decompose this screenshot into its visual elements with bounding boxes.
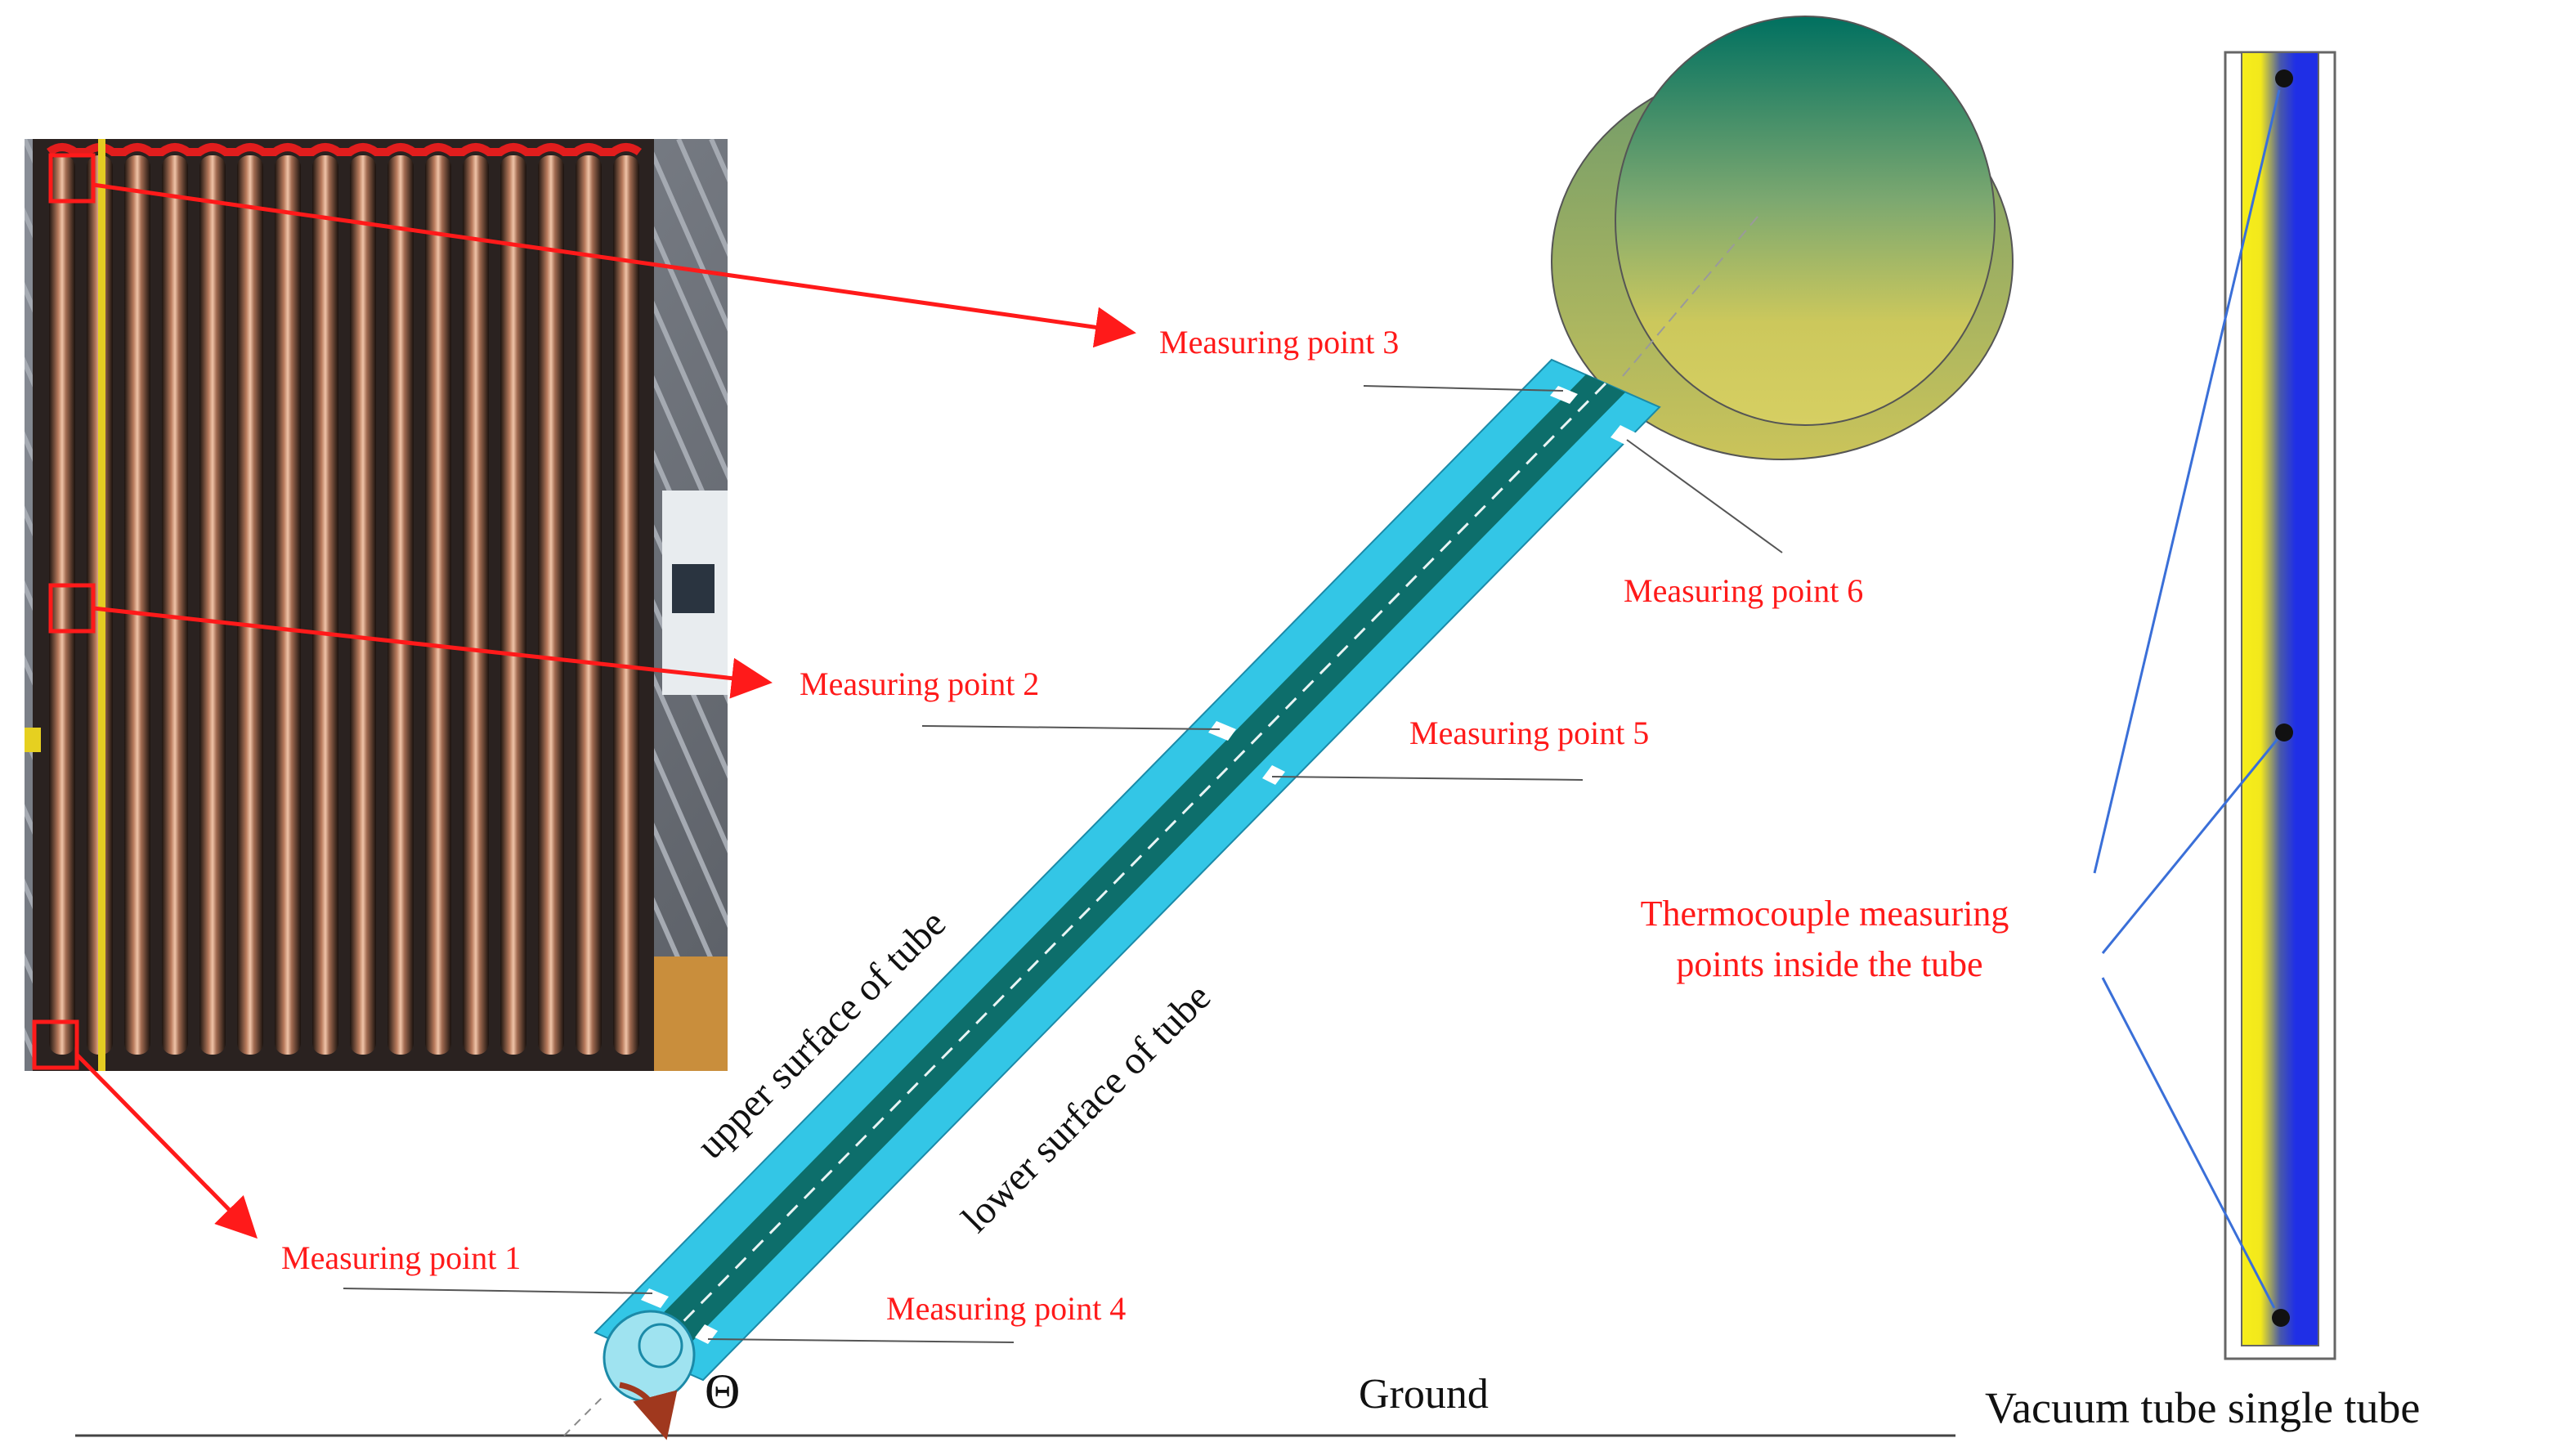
label-ground: Ground	[1359, 1371, 1489, 1418]
photo-box-mp1	[32, 1019, 79, 1070]
tank-front-disk	[1615, 16, 1996, 426]
collector-tube	[576, 155, 602, 1055]
arrow-mp1	[75, 1053, 258, 1239]
label-mp1: Measuring point 1	[281, 1239, 521, 1276]
collector-tube	[199, 155, 226, 1055]
thermo-line-top	[2093, 89, 2281, 874]
photo-box-mp2	[48, 583, 96, 634]
sensor-band-mp2	[1208, 721, 1236, 741]
tube-end-inner	[638, 1323, 683, 1369]
angle-reference-line	[563, 1396, 604, 1436]
collector-tube	[425, 155, 451, 1055]
solar-collector-photo	[25, 139, 728, 1071]
sensor-band-mp6	[1611, 425, 1637, 446]
collector-tube	[538, 155, 564, 1055]
collector-tube	[237, 155, 263, 1055]
thermocouple-middle	[2275, 724, 2293, 741]
arrow-mp3	[92, 182, 1136, 348]
collector-tube	[49, 155, 75, 1055]
arrow-mp2	[92, 606, 773, 699]
tube-end-outer	[603, 1310, 696, 1403]
collector-tube	[388, 155, 414, 1055]
thermo-line-middle	[2101, 738, 2279, 954]
collector-tube	[162, 155, 188, 1055]
roof-stripe	[643, 139, 728, 332]
thermocouple-bottom	[2272, 1309, 2290, 1327]
collector-tube	[350, 155, 376, 1055]
label-mp5: Measuring point 5	[1409, 715, 1649, 751]
sensor-band-mp5	[1262, 765, 1285, 785]
leader-mp4	[707, 1338, 1015, 1343]
label-mp6: Measuring point 6	[1624, 572, 1863, 609]
manifold-pipe	[47, 143, 642, 156]
single-tube-fill	[2241, 52, 2319, 1346]
tube-center-line	[647, 382, 1607, 1358]
vacuum-tube-model	[594, 358, 1661, 1403]
thermocouple-top	[2275, 69, 2293, 87]
roof-stripe	[611, 139, 728, 406]
label-mp4: Measuring point 4	[886, 1290, 1126, 1327]
leader-mp3	[1363, 385, 1564, 392]
label-thermo-line1: Thermocouple measuring	[1641, 894, 2009, 934]
leader-mp5	[1271, 776, 1584, 781]
collector-tube	[312, 155, 338, 1055]
angle-arrow	[619, 1382, 678, 1440]
collector-tube	[613, 155, 639, 1055]
collector-tube	[124, 155, 150, 1055]
label-mp2: Measuring point 2	[800, 665, 1039, 702]
controller-display	[672, 564, 715, 613]
collector-tube	[463, 155, 489, 1055]
measuring-tape	[98, 139, 105, 1071]
label-single-tube: Vacuum tube single tube	[1985, 1383, 2420, 1432]
tube-core	[629, 374, 1625, 1365]
box-on-roof	[654, 956, 728, 1071]
sensor-band-mp4	[695, 1324, 718, 1344]
label-mp3: Measuring point 3	[1159, 324, 1399, 361]
collector-tube	[500, 155, 526, 1055]
label-theta: Θ	[705, 1364, 740, 1418]
photo-box-mp3	[48, 153, 96, 204]
thermo-line-bottom	[2101, 977, 2276, 1309]
label-thermo-line2: points inside the tube	[1676, 944, 1982, 984]
tape-roll	[25, 728, 41, 752]
leader-mp1	[343, 1288, 653, 1294]
leader-mp2	[921, 725, 1221, 730]
collector-tube	[275, 155, 301, 1055]
leader-mp6	[1626, 439, 1783, 553]
collector-tubes	[49, 155, 639, 1055]
